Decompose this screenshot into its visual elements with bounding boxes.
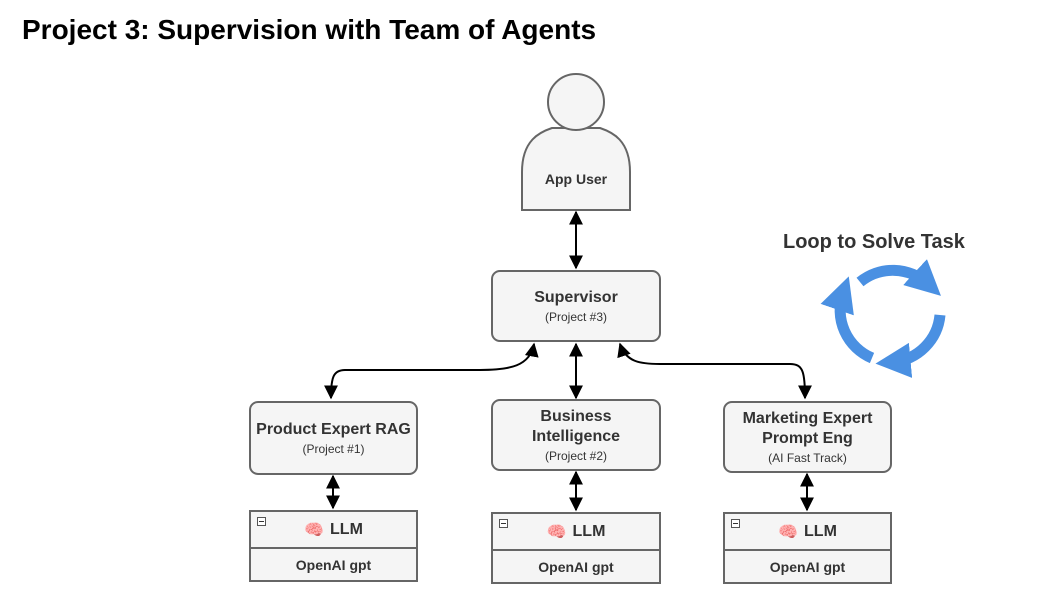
agent-title: Marketing Expert Prompt Eng — [742, 410, 873, 447]
brain-icon: 🧠 — [546, 523, 567, 541]
brain-icon: 🧠 — [778, 523, 799, 541]
collapse-icon[interactable] — [499, 519, 508, 528]
brain-icon: 🧠 — [304, 521, 325, 539]
agent-business-intelligence: Business Intelligence (Project #2) — [491, 399, 661, 471]
collapse-icon[interactable] — [731, 519, 740, 528]
app-user-label: App User — [544, 171, 608, 187]
llm-header: 🧠 LLM — [493, 514, 659, 551]
agent-product-expert: Product Expert RAG (Project #1) — [249, 401, 418, 475]
llm-label: LLM — [804, 522, 837, 540]
agent-subtitle: (Project #1) — [302, 442, 365, 456]
llm-model: OpenAI gpt — [769, 559, 846, 575]
agent-marketing-expert: Marketing Expert Prompt Eng (AI Fast Tra… — [723, 401, 892, 473]
arrow-supervisor-product — [324, 342, 539, 400]
arrow-supervisor-marketing — [617, 342, 812, 400]
loop-label: Loop to Solve Task — [783, 231, 965, 253]
agent-subtitle: (Project #2) — [544, 449, 608, 463]
llm-header: 🧠 LLM — [251, 512, 416, 549]
llm-block-product: 🧠 LLM OpenAI gpt — [249, 510, 418, 582]
supervisor-node: Supervisor (Project #3) — [491, 270, 661, 342]
collapse-icon[interactable] — [257, 517, 266, 526]
app-user-icon — [521, 73, 631, 211]
agent-title: Product Expert RAG — [256, 421, 411, 438]
llm-label: LLM — [330, 520, 363, 538]
supervisor-subtitle: (Project #3) — [544, 310, 608, 324]
llm-header: 🧠 LLM — [725, 514, 890, 551]
llm-block-marketing: 🧠 LLM OpenAI gpt — [723, 512, 892, 584]
llm-label: LLM — [572, 522, 606, 540]
llm-model: OpenAI gpt — [538, 559, 614, 575]
supervisor-title: Supervisor — [534, 289, 618, 306]
agent-subtitle: (AI Fast Track) — [768, 451, 847, 465]
llm-block-business: 🧠 LLM OpenAI gpt — [491, 512, 661, 584]
llm-model: OpenAI gpt — [295, 557, 372, 573]
agent-title: Business Intelligence — [531, 408, 621, 445]
cycle-arrows-icon — [820, 259, 946, 378]
page-title: Project 3: Supervision with Team of Agen… — [22, 14, 597, 45]
